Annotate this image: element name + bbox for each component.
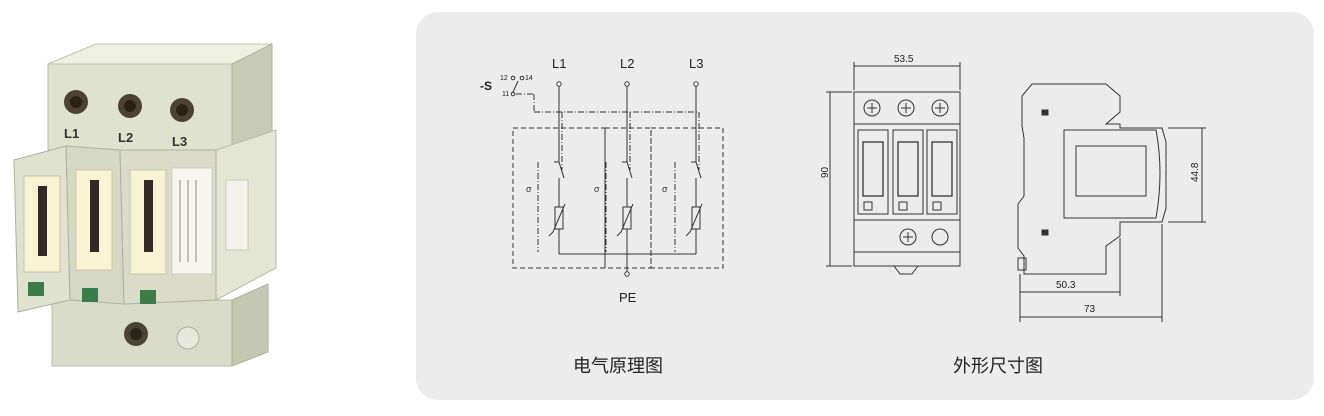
svg-text:σ: σ [526,184,532,194]
module-1 [13,145,71,313]
svg-text:σ: σ [662,184,668,194]
dimension-caption: 外形尺寸图 [953,356,1043,377]
module-3 [119,149,217,305]
dimension-depth-total: 73 [1084,304,1096,315]
spare-terminal-hole [176,326,200,350]
contact-label-12: 12 [500,75,508,82]
dimension-height-left: 90 [820,166,831,178]
terminal-label-l3: L3 [172,134,187,149]
module-2 [65,145,125,305]
schematic-switch-label: -S [480,79,492,93]
terminal-label-l1: L1 [64,126,79,141]
schematic-pe-label: PE [619,290,637,305]
schematic-caption: 电气原理图 [573,356,663,377]
terminal-label-l2: L2 [118,130,133,145]
schematic-line-label-l1: L1 [552,56,566,71]
product-photo: L1 L2 L3 [0,0,300,412]
contact-label-11: 11 [502,91,509,98]
svg-text:σ: σ [594,184,600,194]
dimension-depth-mid: 50.3 [1056,280,1076,291]
dimension-height-right: 44.8 [1190,162,1201,182]
schematic-line-label-l2: L2 [620,56,634,71]
dimension-width-top: 53.5 [894,54,914,65]
dimension-drawing: 53.5 90 44.8 50.3 73 [820,54,1206,322]
schematic-line-label-l3: L3 [689,56,703,71]
electrical-schematic: σ σ σ L1 L2 L3 PE -S 12 14 11 [480,56,724,305]
contact-label-14: 14 [525,75,533,82]
